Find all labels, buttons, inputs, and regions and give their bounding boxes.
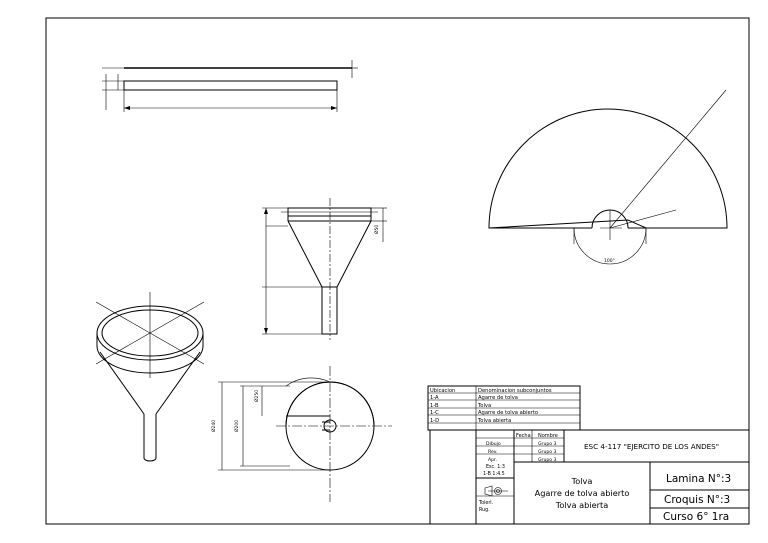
signature-row-1-label: Dibujo: [486, 441, 501, 447]
view-development-sector: 100°: [488, 89, 728, 265]
subassembly-row-3-loc: 1-C: [430, 410, 439, 416]
scale-line-1: Esc. 1:3: [486, 464, 505, 470]
signature-row-2-name: Grupo 3: [538, 449, 557, 455]
course-label: Curso 6° 1ra: [663, 511, 729, 523]
subassembly-row-1-loc: 1-A: [430, 395, 439, 401]
subassembly-row-2-name: Tolva: [477, 403, 491, 409]
sector-angle-label: 100°: [604, 258, 615, 264]
signature-header-name: Nombre: [538, 433, 558, 439]
norm-line-1: Tolerl.: [478, 500, 493, 506]
drawing-title-line-3: Tolva abierta: [555, 500, 608, 510]
funnel-top-height-label: Ø50: [373, 225, 380, 234]
top-view-inner-label: Ø200: [233, 420, 240, 432]
signature-row-3-label: Apr.: [488, 457, 497, 463]
top-view-depth-label: Ø250: [253, 390, 260, 402]
drawing-title-line-2: Agarre de tolva abierto: [535, 488, 630, 498]
croquis-number: Croquis N°:3: [664, 494, 730, 506]
sheet-frame: [45, 17, 750, 525]
signature-header-date: Fecha: [516, 433, 531, 439]
view-funnel-front: Ø50: [262, 198, 387, 340]
subassembly-row-3-name: Agarre de tolva abierto: [478, 410, 538, 416]
top-view-outer-label: Ø240: [210, 420, 217, 432]
view-funnel-top: Ø240 Ø200 Ø250: [210, 366, 392, 502]
subassembly-table: Ubicacion Denominacion subconjuntos 1-A …: [427, 385, 581, 431]
signature-row-3-name: Grupo 3: [538, 457, 557, 463]
projection-symbol-icon: [484, 485, 508, 497]
subassembly-row-1-name: Agarre de tolva: [478, 395, 518, 401]
norm-line-2: Rug.: [479, 507, 490, 513]
subassembly-row-4-name: Tolva abierta: [477, 418, 511, 424]
subassembly-header-name: Denominacion subconjuntos: [478, 388, 552, 394]
subassembly-row-2-loc: 1-B: [430, 403, 439, 409]
lamina-number: Lamina N°:3: [666, 473, 731, 485]
view-handle-strip: [102, 60, 358, 112]
subassembly-header-location: Ubicacion: [430, 388, 455, 394]
signature-row-2-label: Rev.: [488, 449, 498, 455]
subassembly-row-4-loc: 1-D: [430, 418, 439, 424]
scale-line-2: 1-B 1:4.5: [483, 471, 505, 477]
signature-row-1-name: Grupo 3: [538, 441, 557, 447]
title-block: Fecha Nombre Dibujo Grupo 3 Rev. Grupo 3…: [429, 429, 750, 525]
view-funnel-isometric: [95, 292, 205, 462]
drawing-title-line-1: Tolva: [571, 476, 593, 486]
school-name: ESC 4-117 "EJERCITO DE LOS ANDES": [584, 442, 719, 451]
